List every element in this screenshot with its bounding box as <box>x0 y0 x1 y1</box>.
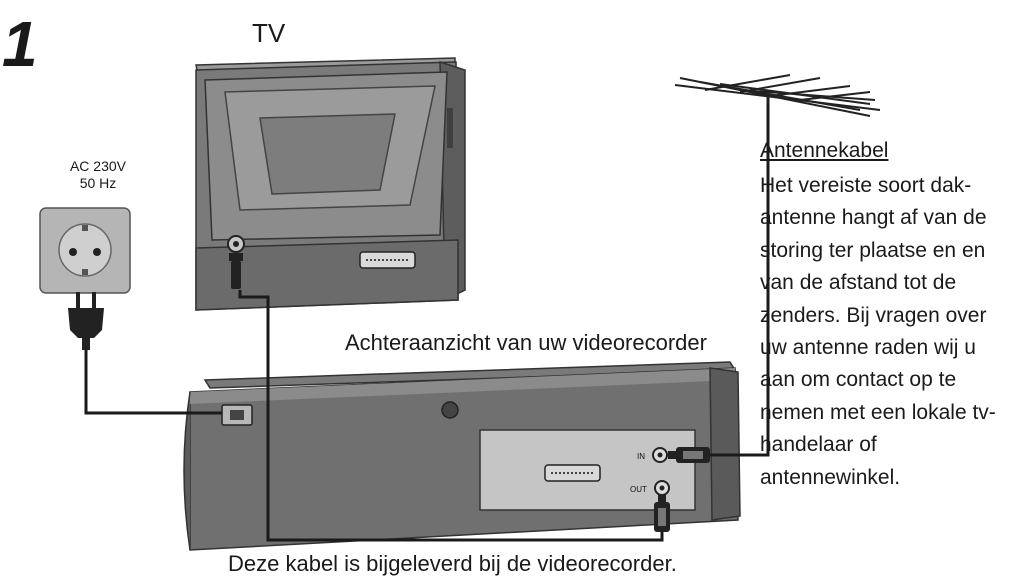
vcr-rear-illustration: IN OUT <box>183 361 741 551</box>
cables <box>84 104 770 542</box>
rf-cable <box>238 290 664 542</box>
vcr-rear-view-label: Achteraanzicht van uw videorecorder <box>345 330 707 355</box>
antenna-description: Het vereiste soort dak- antenne hangt af… <box>760 170 1026 494</box>
antenna-text-line: Het vereiste soort dak- <box>760 174 972 197</box>
tv-label: TV <box>252 18 286 48</box>
antenna-text-line: uw antenne raden wij u <box>760 336 976 360</box>
power-plug-illustration <box>68 292 104 350</box>
power-cable <box>84 350 222 415</box>
wall-outlet-illustration <box>39 207 131 294</box>
roof-antenna-illustration <box>674 74 881 117</box>
antenna-text-line: handelaar of <box>760 433 877 457</box>
vcr-out-jack-label: OUT <box>630 485 647 494</box>
power-frequency: 50 Hz <box>79 175 117 191</box>
power-spec-label: AC 230V 50 Hz <box>58 158 138 192</box>
antenna-cable <box>710 104 770 457</box>
cable-connectors <box>229 253 710 532</box>
vcr-in-jack-label: IN <box>637 452 645 461</box>
antenna-text-line: van de afstand tot de <box>760 271 957 295</box>
antenna-text-line: zenders. Bij vragen over <box>760 303 987 327</box>
step-number: 1 <box>2 8 38 80</box>
antenna-text-line: aan om contact op te <box>760 368 957 392</box>
antenna-cable-title: Antennekabel <box>760 139 889 162</box>
antenna-text-line: storing ter plaatse en en <box>760 238 986 262</box>
cable-supplied-note: Deze kabel is bijgeleverd bij de videore… <box>228 551 677 576</box>
tv-rear-illustration <box>195 57 466 311</box>
antenna-text-line: antenne hangt af van de <box>760 206 987 230</box>
antenna-text-line: nemen met een lokale tv- <box>760 400 996 424</box>
power-voltage: AC 230V <box>69 158 127 174</box>
antenna-text-line: antennewinkel. <box>760 465 901 489</box>
